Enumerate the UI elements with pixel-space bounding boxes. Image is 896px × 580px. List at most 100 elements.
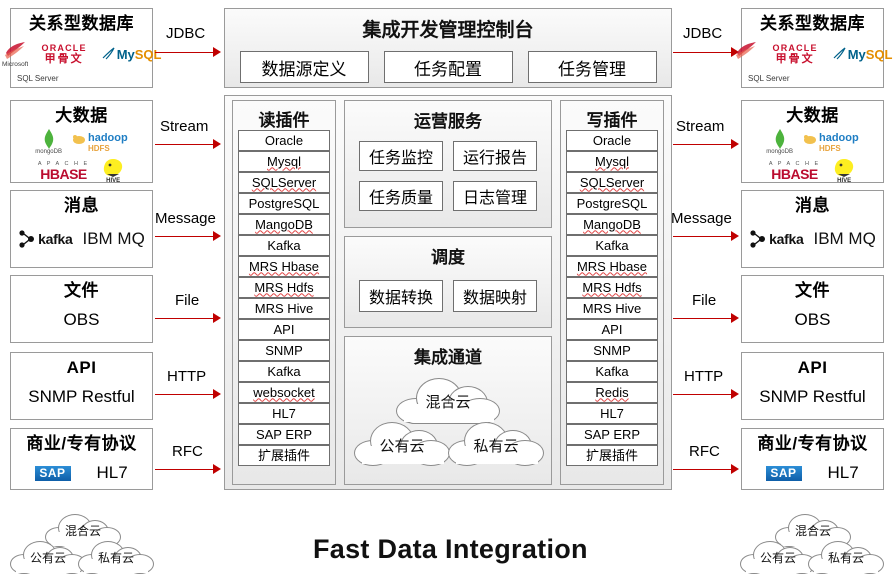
source-title: 消息 [64,196,99,215]
target-box-big-data[interactable]: 大数据 mongoDB hadoop HDFS A P A C H E HBAS… [741,100,884,184]
write-plugin-item[interactable]: SAP ERP [566,424,658,445]
arrow-head-stream-out [731,139,739,149]
arrow-line-message-in [155,236,215,237]
target-box-message[interactable]: 消息 kafka IBM MQ [741,190,884,268]
arrow-line-rfc-out [673,469,733,470]
scheduling-title: 调度 [431,248,465,267]
read-plugin-item[interactable]: 扩展插件 [238,445,330,466]
operations-item-monitor[interactable]: 任务监控 [359,141,443,171]
read-plugin-item[interactable]: SQLServer [238,172,330,193]
write-plugin-item[interactable]: Kafka [566,235,658,256]
scheduling-panel: 调度 数据转换 数据映射 [344,236,552,328]
arrow-label-http-out: HTTP [684,368,724,385]
cloud-label-hybrid: 混合云 [425,394,471,411]
read-plugin-item[interactable]: MangoDB [238,214,330,235]
write-plugin-item[interactable]: MRS Hbase [566,256,658,277]
read-plugins-title: 读插件 [258,111,310,130]
write-plugin-item[interactable]: SNMP [566,340,658,361]
read-plugin-item[interactable]: PostgreSQL [238,193,330,214]
read-plugin-item[interactable]: Oracle [238,130,330,151]
scheduling-item-mapping[interactable]: 数据映射 [453,280,537,312]
console-item-task-config[interactable]: 任务配置 [383,51,513,83]
read-plugin-item[interactable]: SNMP [238,340,330,361]
read-plugin-item[interactable]: MRS Hbase [238,256,330,277]
target-box-commercial-protocol[interactable]: 商业/专有协议 SAP HL7 [741,428,884,490]
operations-item-report[interactable]: 运行报告 [453,141,537,171]
write-plugin-item[interactable]: MRS Hive [566,298,658,319]
read-plugin-item[interactable]: MRS Hive [238,298,330,319]
hbase-icon: A P A C H E HBASE [37,161,90,182]
arrow-head-jdbc-out [731,47,739,57]
operations-item-quality[interactable]: 任务质量 [359,181,443,211]
source-box-commercial-protocol[interactable]: 商业/专有协议 SAP HL7 [10,428,153,490]
kafka-icon: kafka [18,229,73,249]
console-item-datasource[interactable]: 数据源定义 [239,51,369,83]
page-title: Fast Data Integration [313,534,588,564]
write-plugin-item[interactable]: API [566,319,658,340]
logo-row-top: mongoDB hadoop HDFS [742,129,883,156]
arrow-head-stream-in [213,139,221,149]
source-box-api[interactable]: API SNMP Restful [10,352,153,420]
target-box-api[interactable]: API SNMP Restful [741,352,884,420]
read-plugin-item[interactable]: Kafka [238,235,330,256]
scheduling-item-transform[interactable]: 数据转换 [359,280,443,312]
hadoop-hdfs-icon: hadoop HDFS [803,133,859,153]
source-box-file[interactable]: 文件 OBS [10,275,153,343]
read-plugin-item[interactable]: MRS Hdfs [238,277,330,298]
arrow-line-http-in [155,394,215,395]
write-plugin-item[interactable]: 扩展插件 [566,445,658,466]
hive-icon: HIVE [101,158,125,184]
mysql-icon: MySQL [832,46,893,62]
write-plugin-item[interactable]: HL7 [566,403,658,424]
target-title: 关系型数据库 [760,14,865,33]
operations-item-log[interactable]: 日志管理 [453,181,537,211]
arrow-line-jdbc-in [155,52,215,53]
source-title: 商业/专有协议 [26,434,137,453]
logo-row: SAP HL7 [742,463,883,483]
sap-icon: SAP [35,465,71,481]
source-sub: OBS [63,310,100,329]
read-plugin-item[interactable]: SAP ERP [238,424,330,445]
source-box-message[interactable]: 消息 kafka IBM MQ [10,190,153,268]
write-plugin-item[interactable]: SQLServer [566,172,658,193]
read-plugin-item[interactable]: HL7 [238,403,330,424]
read-plugin-item[interactable]: API [238,319,330,340]
write-plugin-item[interactable]: MangoDB [566,214,658,235]
write-plugin-item[interactable]: Kafka [566,361,658,382]
write-plugin-item[interactable]: MRS Hdfs [566,277,658,298]
arrow-head-message-out [731,231,739,241]
source-box-big-data[interactable]: 大数据 mongoDB hadoop HDFS A P A C H E HBAS… [10,100,153,184]
sqlserver-icon [733,39,759,69]
target-box-file[interactable]: 文件 OBS [741,275,884,343]
logo-row: SAP HL7 [11,463,152,483]
write-plugin-item[interactable]: Redis [566,382,658,403]
target-sub: SNMP Restful [759,387,866,406]
logo-row: kafka IBM MQ [742,229,883,249]
source-title: 文件 [64,281,99,300]
arrow-head-file-out [731,313,739,323]
ibm-mq-label: IBM MQ [82,229,145,248]
read-plugin-item[interactable]: Mysql [238,151,330,172]
write-plugin-item[interactable]: Mysql [566,151,658,172]
logo-row-bottom: A P A C H E HBASE HIVE [11,158,152,184]
console-item-task-manage[interactable]: 任务管理 [527,51,657,83]
arrow-label-message-in: Message [155,210,216,227]
arrow-line-message-out [673,236,733,237]
write-plugin-item[interactable]: Oracle [566,130,658,151]
read-plugin-item[interactable]: Kafka [238,361,330,382]
cloud-label-private: 私有云 [97,551,134,565]
channel-title: 集成通道 [414,348,482,367]
sqlserver-icon: Microsoft [2,39,28,69]
source-title: 大数据 [55,106,108,125]
bottom-right-cloud-public: 公有云 [740,540,816,574]
arrow-head-rfc-in [213,464,221,474]
hadoop-hdfs-icon: hadoop HDFS [72,133,128,153]
sqlserver-label: SQL Server [748,74,790,83]
write-plugin-item[interactable]: PostgreSQL [566,193,658,214]
read-plugin-item[interactable]: websocket [238,382,330,403]
target-title: API [797,358,828,377]
logo-row: kafka IBM MQ [11,229,152,249]
